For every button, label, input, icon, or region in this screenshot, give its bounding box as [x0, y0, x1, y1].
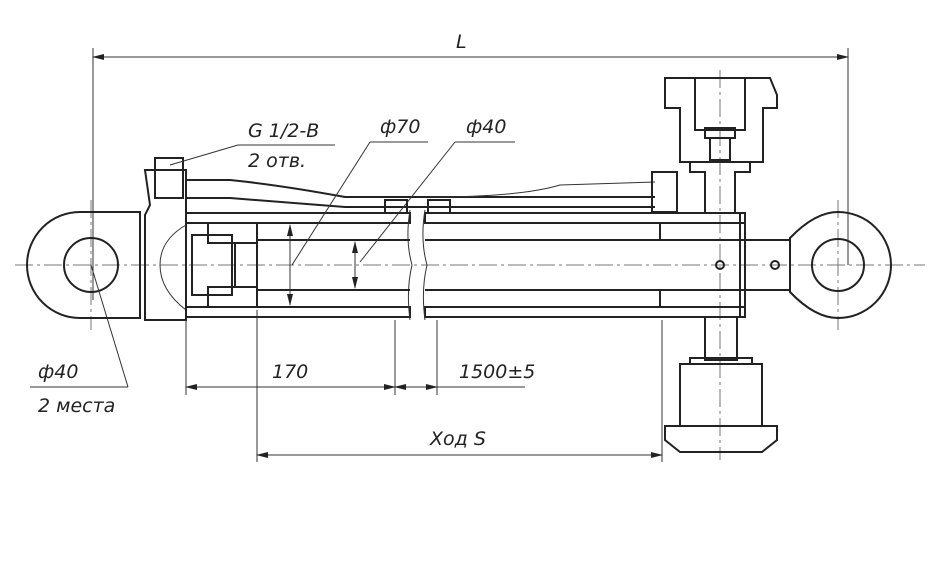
piston: [191, 222, 258, 308]
left-eye: [26, 211, 141, 319]
oil-tube: [186, 171, 678, 214]
rod-gland: [659, 212, 746, 318]
dimension-L: [92, 48, 849, 300]
label-length: L: [456, 31, 467, 53]
cap-end: [143, 157, 187, 321]
label-rod-diameter: ф40: [466, 116, 506, 138]
label-stroke: Ход S: [429, 428, 486, 450]
dimension-lines: [185, 310, 663, 462]
label-port-thread: G 1/2-B: [248, 120, 319, 142]
leaders: [30, 141, 515, 388]
top-knob: [664, 77, 778, 214]
label-port-count: 2 отв.: [248, 150, 306, 172]
label-bore-diameter: ф70: [380, 116, 420, 138]
label-piston-length: 170: [272, 361, 308, 383]
right-eye: [744, 210, 892, 320]
label-eye-diameter: ф40: [38, 361, 78, 383]
bottom-valve: [664, 316, 778, 453]
label-stroke-tolerance: 1500±5: [459, 361, 535, 383]
label-eye-count: 2 места: [38, 395, 115, 417]
